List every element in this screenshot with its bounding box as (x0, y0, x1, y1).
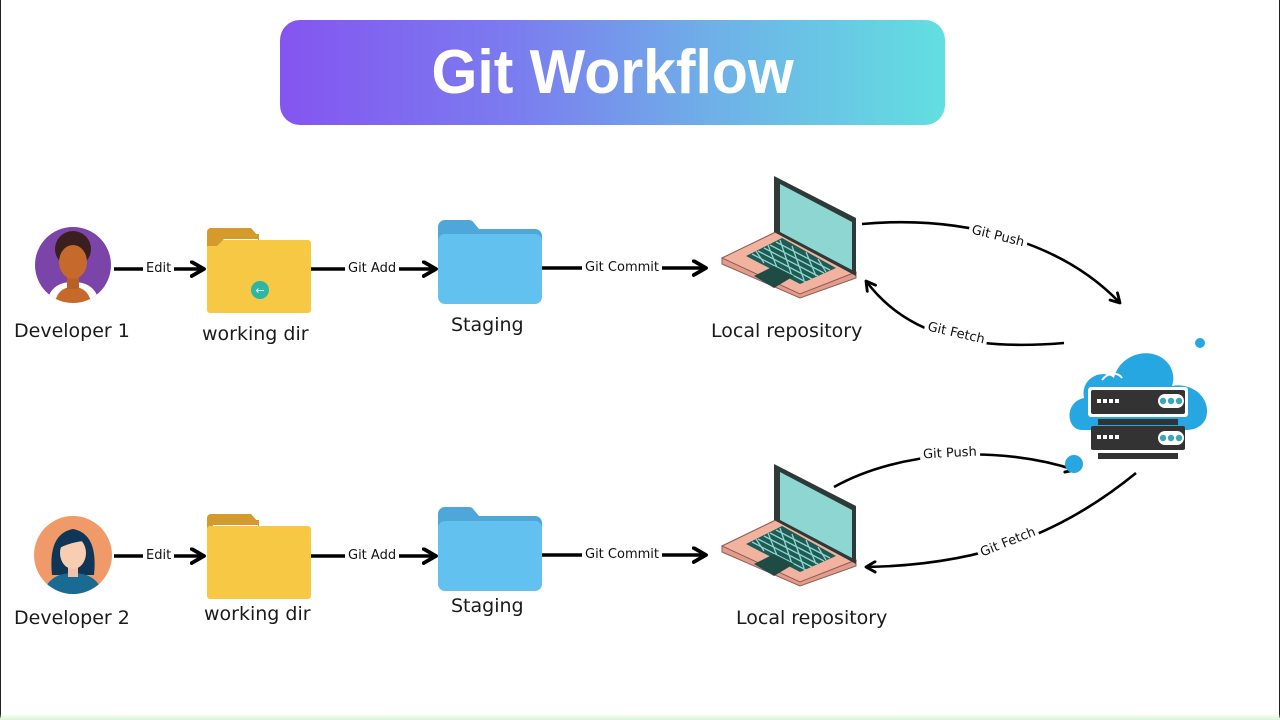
yellow-folder-icon (207, 514, 311, 599)
blue-folder-icon (438, 220, 542, 304)
cursor-indicator-icon (251, 281, 269, 299)
git-commit-label-2: Git Commit (582, 547, 662, 562)
developer-male-avatar (35, 227, 111, 303)
staging-2-label: Staging (451, 595, 524, 617)
svg-text:←: ← (255, 284, 264, 297)
local-repo-2-label: Local repository (736, 607, 888, 629)
yellow-folder-icon: ← (207, 228, 311, 313)
edit-label-1: Edit (143, 261, 175, 276)
developer-2-label: Developer 2 (14, 607, 130, 629)
developer-1-label: Developer 1 (14, 320, 130, 342)
git-commit-label-1: Git Commit (582, 260, 662, 275)
git-add-label-1: Git Add (345, 261, 400, 276)
cloud-server-icon (1069, 338, 1208, 459)
decorative-dot (1195, 338, 1205, 348)
staging-1-label: Staging (451, 314, 524, 336)
bottom-glow (0, 714, 1280, 720)
git-push-label-2: Git Push (919, 444, 981, 463)
laptop-icon (720, 464, 858, 587)
edit-label-2: Edit (143, 548, 175, 563)
title-banner: Git Workflow (280, 20, 945, 125)
decorative-dot (1065, 455, 1083, 473)
working-dir-2-label: working dir (204, 603, 311, 625)
page-title: Git Workflow (431, 38, 794, 107)
blue-folder-icon (438, 507, 542, 591)
git-add-label-2: Git Add (345, 548, 400, 563)
laptop-icon (720, 176, 858, 299)
working-dir-1-label: working dir (202, 323, 309, 345)
local-repo-1-label: Local repository (711, 320, 863, 342)
developer-female-avatar (34, 516, 112, 594)
